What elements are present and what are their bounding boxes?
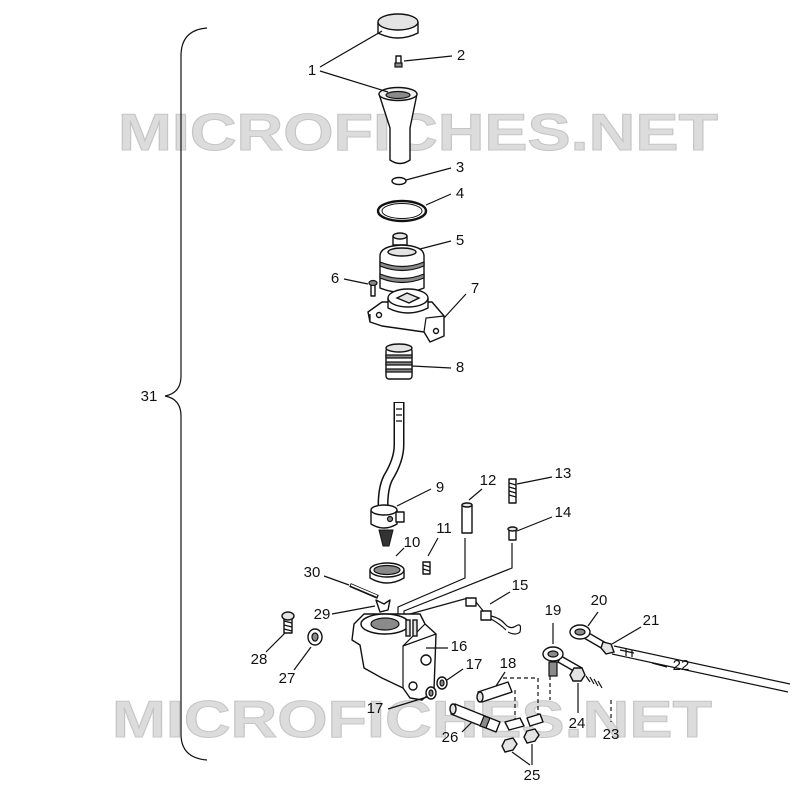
callout-18: 18 — [500, 655, 517, 672]
part-14-bolt — [507, 526, 518, 541]
assembly-brace — [164, 27, 208, 761]
callout-4: 4 — [456, 185, 464, 202]
callout-6: 6 — [331, 270, 339, 287]
part-13-stud — [508, 478, 517, 504]
callout-7: 7 — [471, 280, 479, 297]
callout-1: 1 — [308, 62, 316, 79]
leader-3 — [405, 167, 452, 181]
callout-31: 31 — [141, 388, 158, 405]
part-6-screw — [368, 279, 378, 297]
part-10-ring — [369, 529, 405, 584]
part-18-shaft — [476, 681, 513, 703]
callout-11: 11 — [436, 520, 452, 537]
part-15-switch — [465, 597, 522, 635]
leader-2 — [403, 55, 453, 62]
part-4-ring — [376, 199, 428, 223]
callout-29: 29 — [314, 606, 331, 623]
callout-10: 10 — [404, 534, 421, 551]
callout-26: 26 — [442, 729, 459, 746]
callout-24: 24 — [569, 715, 586, 732]
leader-17b — [387, 696, 428, 710]
leader-18 — [495, 671, 506, 687]
callout-3: 3 — [456, 159, 464, 176]
leader-13 — [516, 476, 553, 485]
callout-16: 16 — [451, 638, 468, 655]
clip-brackets — [504, 713, 544, 731]
part-7-plate — [367, 288, 445, 343]
watermark-bottom: MICROFICHES.NET — [112, 691, 712, 749]
callout-19: 19 — [545, 602, 562, 619]
part-17-washers — [425, 676, 448, 700]
part-11-spring — [422, 561, 431, 575]
callout-30: 30 — [304, 564, 321, 581]
callout-28: 28 — [251, 651, 268, 668]
callout-15: 15 — [512, 577, 529, 594]
part-12-pin — [461, 502, 473, 534]
leader-21 — [611, 626, 642, 645]
callout-27: 27 — [279, 670, 296, 687]
part-3-ring — [391, 176, 407, 186]
part-8-bellows — [385, 343, 413, 380]
callout-17b: 17 — [367, 700, 384, 717]
leader-7 — [443, 293, 467, 319]
part-1-knob — [377, 13, 419, 165]
callout-9: 9 — [436, 479, 444, 496]
watermark-top: MICROFICHES.NET — [118, 104, 718, 162]
leader-5 — [419, 240, 452, 250]
leader-9 — [396, 488, 432, 507]
callout-5: 5 — [456, 232, 464, 249]
part-30-pin-highlight — [350, 584, 378, 597]
part-20-rod-end — [569, 624, 607, 650]
leader-1a — [319, 30, 383, 68]
part-22-cable — [611, 645, 791, 693]
part-25-nuts — [501, 728, 540, 753]
leader-14 — [516, 516, 553, 532]
part-16-housing — [351, 613, 437, 701]
leader-25a — [511, 751, 531, 766]
leader-10 — [395, 547, 405, 557]
callout-2: 2 — [457, 47, 465, 64]
callout-12: 12 — [480, 472, 497, 489]
callout-22: 22 — [673, 657, 690, 674]
part-27-washer — [307, 628, 323, 646]
callout-21: 21 — [643, 612, 660, 629]
callout-17a: 17 — [466, 656, 483, 673]
part-28-bolt — [281, 611, 295, 634]
leader-11 — [427, 537, 439, 557]
part-2-screw — [394, 55, 403, 68]
part-5-boot — [379, 232, 425, 294]
part-26-pin — [449, 703, 501, 733]
leader-8 — [411, 365, 452, 369]
callout-13: 13 — [555, 465, 572, 482]
callout-8: 8 — [456, 359, 464, 376]
leader-12 — [468, 488, 483, 501]
leader-28 — [265, 632, 286, 653]
callout-20: 20 — [591, 592, 608, 609]
part-9-lever — [370, 402, 405, 529]
callout-14: 14 — [555, 504, 572, 521]
leader-22 — [651, 662, 668, 668]
callout-23: 23 — [603, 726, 620, 743]
leader-29 — [331, 605, 376, 615]
callout-25: 25 — [524, 767, 541, 784]
leader-17a — [446, 668, 464, 681]
part-23-alignment-lines — [503, 676, 612, 722]
leader-4 — [425, 193, 452, 206]
leader-6 — [343, 278, 369, 285]
part-21-nut — [600, 641, 615, 655]
leader-30 — [323, 575, 350, 586]
leader-1b — [319, 70, 389, 93]
part-29-fork — [375, 599, 391, 613]
leader-15 — [489, 591, 511, 605]
part-19-rod-end — [542, 646, 583, 677]
leader-27 — [293, 646, 312, 671]
leader-26 — [461, 721, 473, 733]
part-24-nut — [569, 667, 603, 689]
leader-20 — [587, 611, 599, 627]
